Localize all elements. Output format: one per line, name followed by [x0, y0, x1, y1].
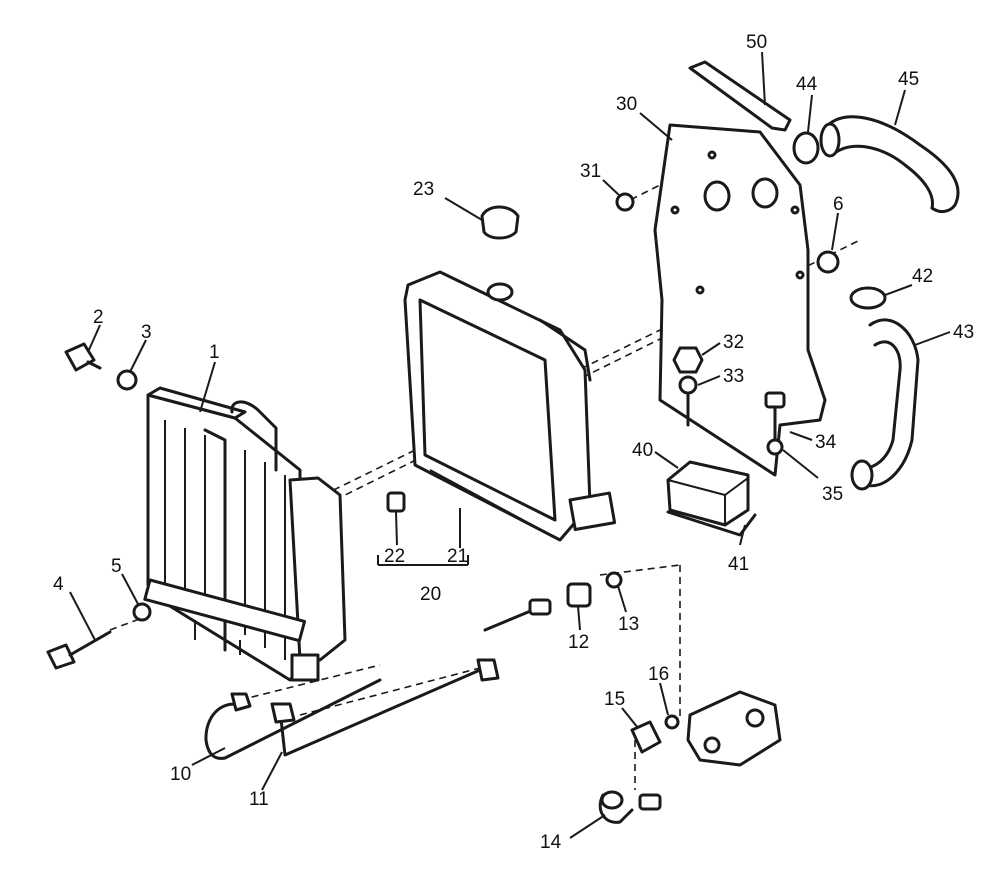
callout-12: 12: [568, 632, 589, 653]
callout-50: 50: [746, 32, 767, 53]
callout-33: 33: [723, 366, 744, 387]
callout-4: 4: [53, 574, 64, 595]
callout-42: 42: [912, 266, 933, 287]
washer-part-16: [664, 714, 680, 730]
washer-part-13: [605, 571, 623, 589]
bolt-part-2: [64, 342, 102, 372]
callout-23: 23: [413, 179, 434, 200]
fitting-part-12: [483, 582, 592, 632]
callout-20: 20: [420, 584, 441, 605]
callout-11: 11: [249, 789, 269, 810]
callout-30: 30: [616, 94, 637, 115]
bolt-part-4: [46, 630, 112, 670]
callout-34: 34: [815, 432, 837, 453]
nut-part-6: [816, 250, 840, 274]
callout-2: 2: [93, 307, 104, 328]
callout-44: 44: [796, 74, 818, 95]
oil-line-part-10: [204, 678, 382, 760]
callout-45: 45: [898, 69, 919, 90]
clamp-part-44: [792, 131, 820, 165]
callout-14: 14: [540, 832, 562, 853]
leader-lines: [69, 51, 951, 839]
callout-41: 41: [728, 554, 749, 575]
callout-35: 35: [822, 484, 843, 505]
callout-16: 16: [648, 664, 669, 685]
bolt-part-34: [764, 391, 786, 442]
fitting-part-15: [630, 720, 662, 754]
strip-part-50: [688, 60, 792, 132]
lower-hose-part-43: [850, 318, 920, 491]
radiator-cap-part-23: [480, 205, 520, 302]
callout-43: 43: [953, 322, 974, 343]
oil-line-part-11: [270, 658, 500, 757]
oil-adapter-block: [686, 690, 782, 767]
washer-part-35: [766, 438, 784, 456]
drain-plug-part-22: [386, 491, 406, 513]
callout-labels: 1 2 3 4 5 6 10 11 12 13 14 15 16 20 21 2…: [53, 32, 974, 853]
bracket-part-41: [666, 510, 757, 537]
callout-15: 15: [604, 689, 625, 710]
callout-21: 21: [447, 546, 468, 567]
callout-40: 40: [632, 440, 653, 461]
reservoir-part-40: [666, 460, 750, 527]
callout-22: 22: [384, 546, 405, 567]
radiator-part-21: [403, 270, 617, 542]
nut-part-32: [672, 346, 704, 374]
callout-5: 5: [111, 556, 122, 577]
callout-31: 31: [580, 161, 601, 182]
hose-clamp-part-42: [849, 286, 887, 310]
shroud-part-30: [653, 123, 827, 477]
banjo-fitting-part-14: [598, 790, 662, 824]
washer-part-33: [678, 375, 698, 427]
callout-1: 1: [209, 342, 220, 363]
upper-hose-part-45: [819, 115, 960, 214]
callout-3: 3: [141, 322, 152, 343]
nut-part-3: [116, 369, 138, 391]
callout-10: 10: [170, 764, 191, 785]
nut-part-31: [615, 192, 635, 212]
callout-6: 6: [833, 194, 844, 215]
callout-32: 32: [723, 332, 744, 353]
callout-13: 13: [618, 614, 639, 635]
oil-cooler-part-1: [143, 386, 347, 682]
washer-part-5: [132, 602, 152, 622]
